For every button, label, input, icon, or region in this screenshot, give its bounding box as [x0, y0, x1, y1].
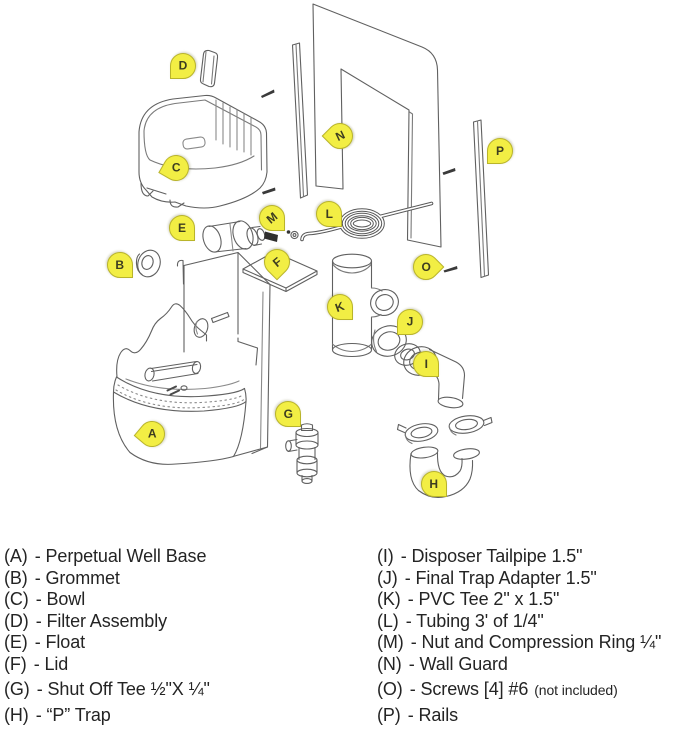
part-label-m: M [259, 205, 285, 231]
legend-item-f: (F) - Lid [4, 654, 210, 676]
nut-ring-drawing [286, 230, 299, 240]
legend-item-h: (H) - “P” Trap [4, 705, 210, 727]
legend-item-m: (M) - Nut and Compression Ring ¼" [377, 632, 661, 654]
legend-text: - Shut Off Tee ½"X ¼" [36, 679, 210, 699]
legend-text: - Perpetual Well Base [34, 546, 207, 566]
pvc-tee-drawing [331, 253, 399, 358]
legend-text: - Screws [4] #6 [409, 679, 529, 699]
legend-item-k: (K) - PVC Tee 2" x 1.5" [377, 589, 661, 611]
part-label-g: G [275, 401, 301, 427]
legend-text: - Grommet [34, 567, 120, 588]
legend-text: - Wall Guard [408, 653, 508, 674]
rail-left-drawing [291, 42, 309, 199]
legend-text: - Lid [33, 653, 69, 674]
legend-key: (H) [4, 704, 29, 725]
legend-item-b: (B) - Grommet [4, 568, 210, 590]
float-drawing [202, 220, 278, 253]
legend-text: - Filter Assembly [35, 610, 168, 631]
part-label-i: I [413, 351, 439, 377]
legend-item-l: (L) - Tubing 3' of 1/4" [377, 611, 661, 633]
legend-item-g: (G) - Shut Off Tee ½"X ¼" [4, 679, 210, 701]
legend-key: (G) [4, 679, 30, 699]
legend-item-n: (N) - Wall Guard [377, 654, 661, 676]
shutoff-tee-drawing [285, 423, 319, 484]
wall-guard-drawing [312, 3, 442, 248]
legend-text: - Tubing 3' of 1/4" [405, 610, 544, 631]
legend-key: (A) [4, 546, 28, 566]
exploded-diagram-illustration [112, 3, 493, 498]
legend-item-i: (I) - Disposer Tailpipe 1.5" [377, 546, 661, 568]
legend-item-e: (E) - Float [4, 632, 210, 654]
legend-text: - Float [34, 632, 86, 652]
part-label-l: L [316, 201, 342, 227]
legend-key: (K) [377, 589, 401, 609]
legend-text: - Bowl [35, 589, 86, 609]
legend-key: (F) [4, 653, 27, 674]
base-drawing [112, 251, 271, 465]
legend-item-o: (O) - Screws [4] #6 (not included) [377, 679, 661, 701]
bowl-drawing [138, 94, 268, 209]
trap-adapter-drawing [371, 325, 421, 366]
filter-drawing [199, 49, 219, 88]
screws-drawing [261, 89, 458, 273]
legend-text: - PVC Tee 2" x 1.5" [407, 589, 560, 609]
legend-item-c: (C) - Bowl [4, 589, 210, 611]
part-label-e: E [169, 215, 195, 241]
legend-text: - Nut and Compression Ring ¼" [410, 632, 662, 652]
parts-legend-left-column: (A) - Perpetual Well Base (B) - Grommet (C… [4, 546, 210, 726]
legend-item-d: (D) - Filter Assembly [4, 611, 210, 633]
part-label-p: P [487, 138, 513, 164]
legend-key: (B) [4, 567, 28, 588]
legend-text: - “P” Trap [35, 704, 111, 725]
legend-key: (M) [377, 632, 404, 652]
legend-key: (J) [377, 567, 398, 588]
rail-right-drawing [472, 119, 490, 279]
legend-key: (P) [377, 704, 401, 725]
part-label-k: K [327, 294, 353, 320]
legend-key: (C) [4, 589, 29, 609]
legend-key: (O) [377, 679, 403, 699]
legend-text: - Disposer Tailpipe 1.5" [400, 546, 583, 566]
legend-note: (not included) [534, 682, 618, 698]
legend-item-p: (P) - Rails [377, 705, 661, 727]
part-label-b: B [107, 252, 133, 278]
parts-legend-right-column: (I) - Disposer Tailpipe 1.5" (J) - Final T… [377, 546, 661, 726]
legend-text: - Rails [407, 704, 459, 725]
legend-key: (L) [377, 610, 399, 631]
part-label-d: D [170, 53, 196, 79]
part-label-j: J [397, 309, 423, 335]
grommet-drawing [135, 249, 161, 278]
part-label-h: H [421, 471, 447, 497]
legend-key: (N) [377, 653, 402, 674]
legend-item-j: (J) - Final Trap Adapter 1.5" [377, 568, 661, 590]
legend-key: (I) [377, 546, 394, 566]
legend-item-a: (A) - Perpetual Well Base [4, 546, 210, 568]
legend-text: - Final Trap Adapter 1.5" [404, 567, 597, 588]
legend-key: (D) [4, 610, 29, 631]
p-trap-drawing [396, 415, 493, 498]
legend-key: (E) [4, 632, 28, 652]
